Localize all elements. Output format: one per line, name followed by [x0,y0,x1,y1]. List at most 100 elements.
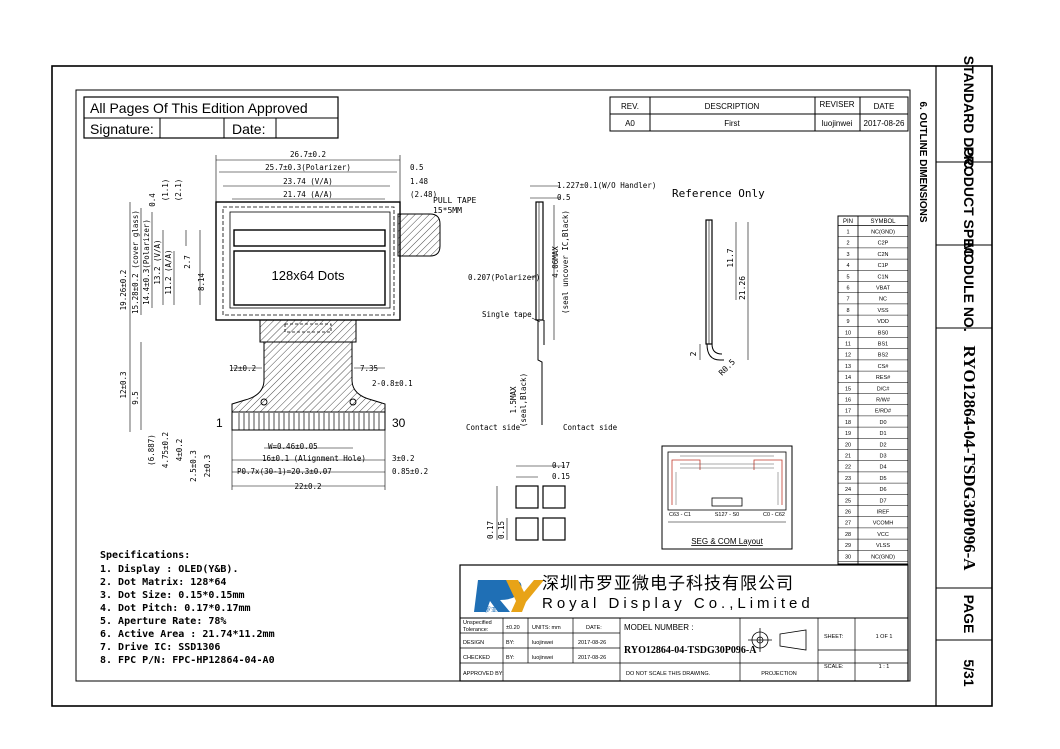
pin-symbol: CS# [878,364,890,370]
company-name-en: Royal Display Co.,Limited [542,595,814,612]
pin-number: 21 [845,454,851,460]
tolerance-value: ±0.20 [506,625,520,631]
pin-symbol: D/C# [877,386,890,392]
pin-header: PIN [843,219,853,225]
section-title: 6. OUTLINE DIMENSIONS [917,101,928,222]
pin-symbol: NC(GND) [871,230,895,236]
seg-com-caption: SEG & COM Layout [691,537,763,546]
dim-pin-width: W=0.46±0.05 [268,442,318,451]
pin-symbol: D6 [879,487,886,493]
pin-symbol: R/W# [876,398,891,404]
pin30-label: 30 [392,416,406,430]
dim-height-cover-glass: 15.28±0.2 (cover glass) [131,210,140,314]
reference-only-title: Reference Only [672,187,765,200]
page-value: 5/31 [961,659,977,686]
pin-symbol: D3 [879,454,886,460]
pin-symbol: VSS [877,308,888,314]
pixel-detail-labels: 0.17 0.15 0.17 0.15 [486,461,570,539]
pin-number: 6 [846,286,849,292]
dim-ref-2: 2 [689,351,698,356]
pin-number: 27 [845,521,851,527]
spec-item: 1. Display : OLED(Y&B). [100,563,238,575]
model-number-label: MODEL NUMBER : [624,623,694,632]
rev-header: REV. [621,102,639,111]
model-number-vertical: RYO12864-04-TSDG30P096-A [960,345,979,571]
dim-22: 22±0.2 [294,482,321,491]
dim-4: 4±0.2 [175,439,184,462]
pin-number: 5 [846,274,849,280]
pin-number: 22 [845,465,851,471]
pin-number: 13 [845,364,851,370]
dim-height-cover: 19.26±0.2 [119,270,128,311]
pin-number: 29 [845,543,851,549]
reviser-value: luojinwei [822,119,853,128]
dim-vertical-0-17: 0.17 [486,521,495,539]
dim-8-14: 8.14 [197,272,206,291]
dim-height-12: 12±0.3 [119,371,128,398]
dim-side-0-5: 0.5 [557,193,571,202]
pin-symbol: NC [879,297,887,303]
pin-symbol: C2P [878,241,889,247]
dim-7-35: 7.35 [360,364,378,373]
dim-2-48: (2.48) [410,190,437,199]
description-value: First [724,119,740,128]
pin-number: 12 [845,353,851,359]
dim-handler: 1.227±0.1(W/O Handler) [557,181,656,190]
rev-value: A0 [625,119,635,128]
dim-width-va: 23.74 (V/A) [283,177,333,186]
pin-symbol: VDD [877,319,889,325]
dim-width-polarizer: 25.7±0.3(Polarizer) [265,163,351,172]
logo-r-shape [474,580,522,612]
date-label: Date: [232,121,265,137]
pin-symbol: RES# [876,375,891,381]
dim-3: 3±0.2 [392,454,415,463]
revision-date-value: 2017-08-26 [864,119,905,128]
dim-pitch-0-17: 0.17 [552,461,570,470]
reference-view [699,219,749,361]
pin1-label: 1 [216,416,223,430]
dim-0-85: 0.85±0.2 [392,467,428,476]
projection-symbol [748,628,807,652]
pin-number: 11 [845,342,851,348]
design-by-value: luojinwei [532,640,553,646]
company-name-cn: 深圳市罗亚微电子科技有限公司 [542,574,794,593]
pin-symbol: C1P [878,263,889,269]
pin-symbol: VBAT [876,286,891,292]
pixel-detail [496,465,566,541]
pin-symbol: NC(GND) [871,554,895,560]
dim-2: 2±0.3 [203,455,212,478]
units-label: UNITS: mm [532,625,561,631]
sheet-label: SHEET: [824,634,844,640]
projection-label: PROJECTION [761,671,796,677]
signature-label: Signature: [90,121,154,137]
pin-number: 23 [845,476,851,482]
dim-width-total: 26.7±0.2 [290,150,326,159]
checked-by-label: BY: [506,655,515,661]
dim-2-5: 2.5±0.3 [189,450,198,482]
company-logo: 罗亚 [474,580,544,614]
dim-1-1: (1.1) [161,179,170,202]
dim-4-75: 4.75±0.2 [161,432,170,468]
scale-value: 1 : 1 [879,664,890,670]
standard-doc-label: STANDARD DOC. [961,56,977,172]
pin-number: 4 [846,263,849,269]
dim-6-887: (6.887) [147,434,156,466]
dim-21-26: 21.26 [738,276,747,300]
front-view [129,155,441,490]
dots-label: 128x64 Dots [272,268,345,283]
contact-side-right: Contact side [563,423,618,432]
dim-0-5: 0.5 [410,163,424,172]
pin-symbol: VCOMH [873,521,894,527]
dim-11-7: 11.7 [726,248,735,267]
design-date-value: 2017-08-26 [578,640,606,646]
logo-sub-label: 罗亚 [485,607,497,614]
spec-item: 7. Drive IC: SSD1306 [100,641,220,653]
spec-item: 4. Dot Pitch: 0.17*0.17mm [100,602,251,614]
side-view-labels: 1.227±0.1(W/O Handler) 0.5 0.207(Polariz… [466,181,656,432]
title-block: 罗亚 深圳市罗亚微电子科技有限公司 Royal Display Co.,Limi… [459,564,909,682]
reviser-header: REVISER [819,100,854,109]
pin-symbol: D0 [879,420,886,426]
dim-12: 12±0.2 [229,364,256,373]
pin-symbol: C1N [877,274,888,280]
seg-com-c63-c1: C63 - C1 [669,512,691,518]
